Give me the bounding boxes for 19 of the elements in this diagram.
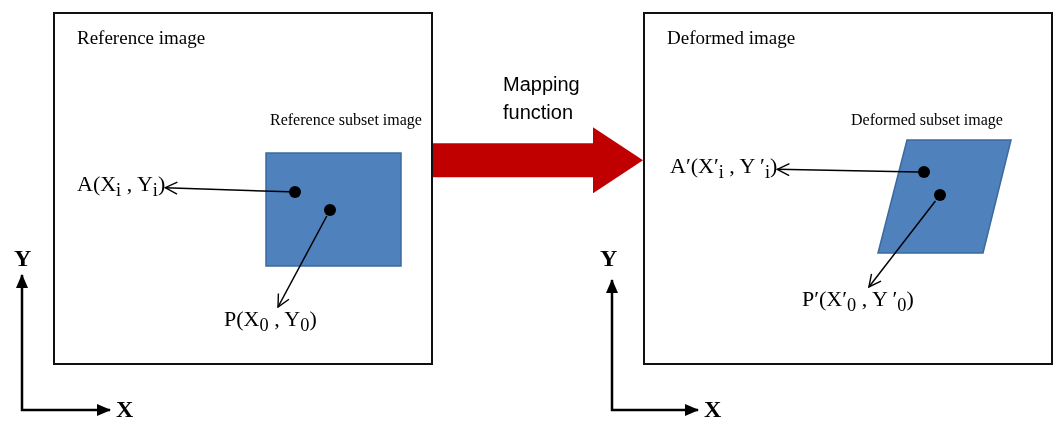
axis-label: X [116, 396, 134, 423]
arrow [776, 162, 919, 177]
image-frame [53, 12, 433, 365]
subset-label: Reference subset image [270, 111, 422, 129]
frame-title: Deformed image [667, 28, 796, 49]
coordinate-label: A(X$_{i}$ , Y$_{i}$) [77, 172, 166, 201]
axis-label: X [704, 396, 722, 423]
axis-label: Y [600, 245, 618, 272]
coordinate-label: P(X$_{0}$ , Y$_{0}$) [224, 307, 317, 336]
arrow [868, 200, 937, 288]
coordinate-label: P′(X′$_{0}$ , Y ′$_{0}$) [802, 287, 914, 316]
coordinate-label: A′(X′$_{i}$ , Y ′$_{i}$) [670, 154, 778, 183]
arrow [164, 181, 290, 195]
image-frame [643, 12, 1053, 365]
axis-label: Y [14, 245, 32, 272]
subset-label: Deformed subset image [851, 111, 1003, 129]
frame-title: Reference image [77, 28, 206, 49]
arrow [277, 215, 328, 308]
mapping-arrow [433, 127, 643, 194]
